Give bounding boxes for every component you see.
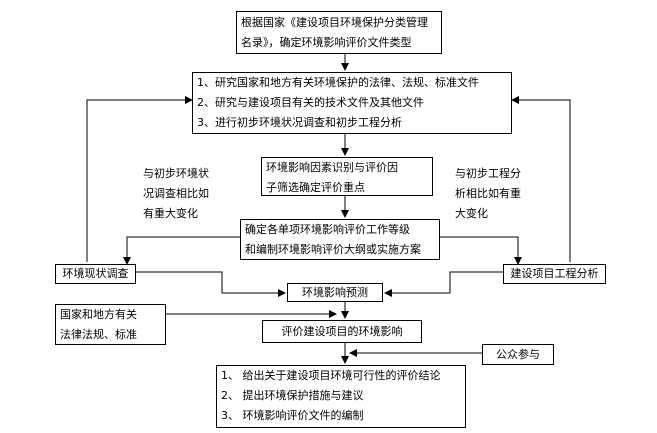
prediction-label: 环境影响预测 — [302, 286, 368, 299]
laws-line-1: 国家和地方有关 — [60, 308, 137, 321]
classify-box: 根据国家《建设项目环境保护分类管理 名录》，确定环境影响评价文件类型 — [236, 11, 442, 54]
evaluation-label: 评价建设项目的环境影响 — [281, 325, 403, 338]
factors-line-2: 子筛选确定评价重点 — [266, 181, 365, 194]
evaluation-box: 评价建设项目的环境影响 — [262, 320, 422, 343]
classify-line-2: 名录》，确定环境影响评价文件类型 — [241, 36, 412, 49]
left-note-line-3: 有重大变化 — [143, 207, 198, 220]
factors-line-1: 环境影响因素识别与评价因 — [266, 161, 398, 174]
grading-box: 确定各单项环境影响评价工作等级 和编制环境影响评价大纲或实施方案 — [240, 219, 440, 260]
research-line-1: 1、研究国家和地方有关环境保护的法律、法规、标准文件 — [197, 76, 479, 89]
conclusions-line-1: 1、 给出关于建设项目环境可行性的评价结论 — [221, 369, 441, 382]
research-box: 1、研究国家和地方有关环境保护的法律、法规、标准文件 2、研究与建设项目有关的技… — [192, 72, 512, 134]
eng-analysis-label: 建设项目工程分析 — [510, 267, 599, 280]
conclusions-box: 1、 给出关于建设项目环境可行性的评价结论 2、 提出环境保护措施与建议 3、 … — [216, 365, 466, 428]
eng-analysis-box: 建设项目工程分析 — [503, 264, 606, 284]
grading-line-2: 和编制环境影响评价大纲或实施方案 — [245, 243, 421, 256]
right-note-line-1: 与初步工程分 — [455, 167, 521, 180]
right-note-line-2: 析相比如有重 — [455, 187, 521, 200]
right-note: 与初步工程分 析相比如有重 大变化 — [455, 164, 521, 224]
laws-box: 国家和地方有关 法律法规、标准 — [55, 304, 166, 345]
right-note-line-3: 大变化 — [455, 207, 488, 220]
factors-box: 环境影响因素识别与评价因 子筛选确定评价重点 — [261, 157, 433, 196]
left-note-line-1: 与初步环境状 — [143, 167, 209, 180]
prediction-box: 环境影响预测 — [287, 283, 383, 302]
left-note-line-2: 况调查相比如 — [143, 187, 209, 200]
research-line-3: 3、进行初步环境状况调查和初步工程分析 — [197, 116, 402, 129]
conclusions-line-2: 2、 提出环境保护措施与建议 — [221, 389, 364, 402]
public-label: 公众参与 — [496, 348, 540, 361]
research-line-2: 2、研究与建设项目有关的技术文件及其他文件 — [197, 96, 424, 109]
env-survey-box: 环境现状调查 — [55, 264, 136, 284]
env-survey-label: 环境现状调查 — [62, 267, 129, 280]
conclusions-line-3: 3、 环境影响评价文件的编制 — [221, 409, 364, 422]
classify-line-1: 根据国家《建设项目环境保护分类管理 — [241, 16, 428, 29]
public-box: 公众参与 — [482, 344, 554, 365]
left-note: 与初步环境状 况调查相比如 有重大变化 — [143, 164, 209, 224]
laws-line-2: 法律法规、标准 — [60, 328, 137, 341]
grading-line-1: 确定各单项环境影响评价工作等级 — [245, 223, 410, 236]
